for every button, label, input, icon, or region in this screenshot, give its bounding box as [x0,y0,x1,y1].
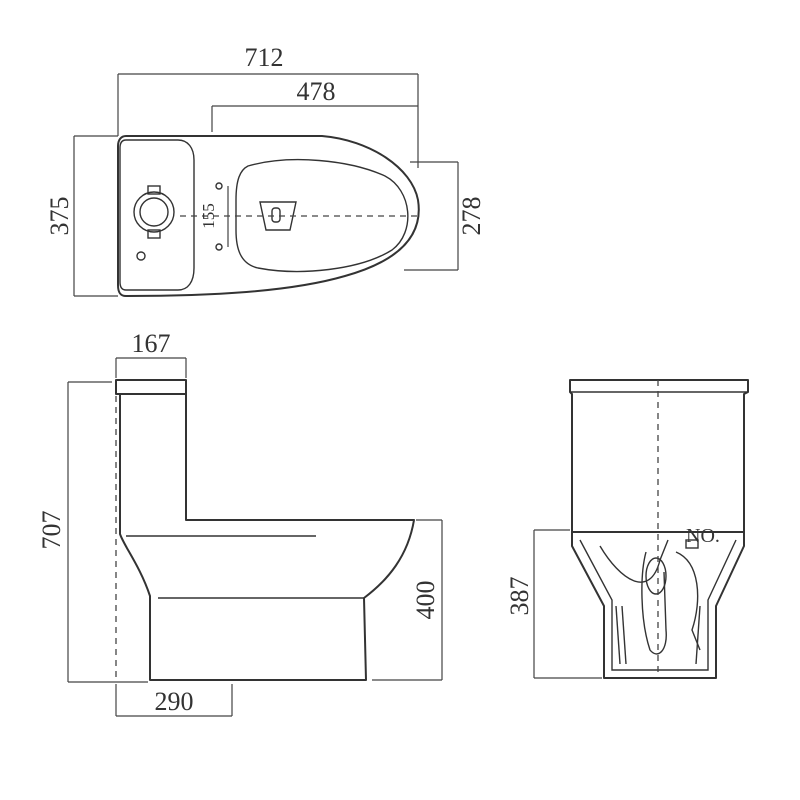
front-view: NO. 387 [505,379,749,679]
dim-278-label: 278 [457,197,486,236]
dim-400-label: 400 [411,581,440,620]
front-view-bowl-outline [571,531,745,679]
top-view-fixing-hole-top [215,182,223,190]
front-view-trap-ellipse [645,557,667,595]
front-view-label-box [685,539,699,549]
top-view-outlet-slot [271,207,281,223]
front-view-trapway [599,539,669,583]
dim-478-label: 478 [297,77,336,106]
top-view-outlet [259,201,297,231]
top-view-flush-valve-bottom-tab [147,229,161,239]
dim-712-label: 712 [245,43,284,72]
top-view-button-hole [136,251,146,261]
front-view-label: NO. [686,525,720,547]
top-view-flush-valve [133,191,175,233]
front-view-hatch-right [695,605,701,665]
front-view-bowl-inner [579,539,737,671]
front-view-trap-loop [641,551,667,655]
side-view: 167 707 400 290 [37,329,443,717]
front-view-tank-outline [569,379,749,533]
dim-387-label: 387 [505,577,534,616]
top-view-flush-valve-inner [139,197,169,227]
top-view-tank-outline [119,139,195,291]
front-view-hatch-left [615,605,621,665]
side-view-tank-lid [115,379,187,395]
dim-155-label: 155 [199,203,218,229]
top-view-bowl-rim [235,159,409,273]
front-view-hatch-left-2 [621,605,627,665]
dim-375-label: 375 [45,197,74,236]
top-view: 712 478 375 278 155 [45,43,486,297]
dim-167-label: 167 [132,329,171,358]
dim-707-label: 707 [37,511,66,550]
dim-290-label: 290 [155,687,194,716]
top-view-fixing-hole-bottom [215,243,223,251]
top-view-body-outline [117,135,420,297]
side-view-body-outline [119,393,415,681]
top-view-flush-valve-top-tab [147,185,161,195]
front-view-jet [675,551,701,651]
